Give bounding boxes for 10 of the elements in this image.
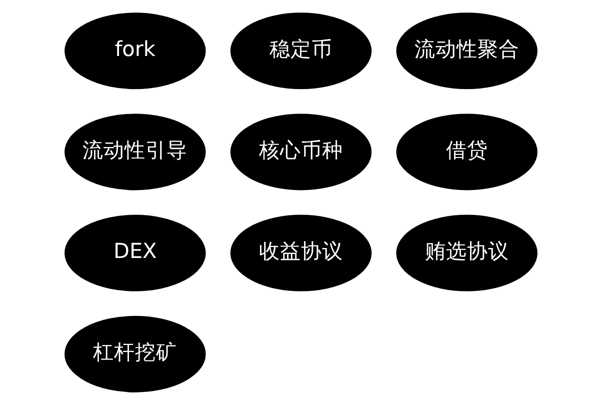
node-ellipse: 杠杆挖矿 [64,316,206,392]
node-ellipse: fork [64,12,206,90]
node-ellipse: DEX [64,214,206,292]
node-ellipse: 借贷 [396,114,537,190]
node-ellipse: 贿选协议 [396,214,537,292]
node-ellipse: 流动性引导 [64,114,206,190]
node-ellipse: 核心币种 [230,114,372,190]
node-ellipse: 稳定币 [230,12,372,90]
node-ellipse: 流动性聚合 [396,12,537,90]
node-ellipse: 收益协议 [230,214,372,292]
